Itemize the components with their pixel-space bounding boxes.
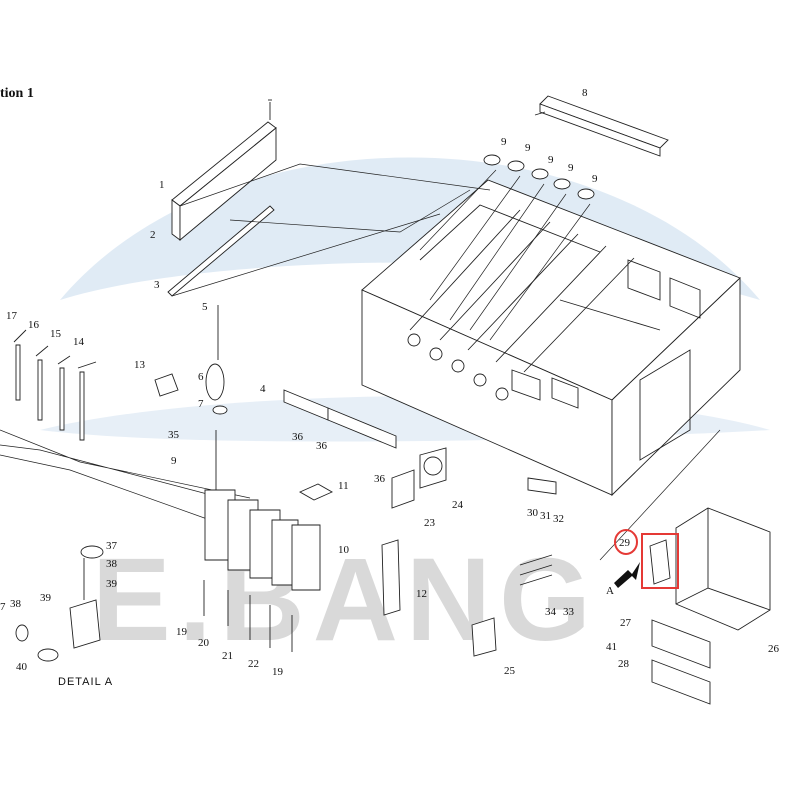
detail-label: DETAIL A: [58, 676, 114, 688]
bracket-part-1: [171, 99, 277, 241]
cover-part-27: [651, 619, 711, 669]
callout-19-b: 19: [272, 666, 284, 678]
callout-24: 24: [452, 499, 464, 511]
callout-39: 39: [106, 578, 118, 590]
callout-23: 23: [424, 517, 436, 529]
rods-part-33-34: [519, 554, 553, 586]
callout-38: 38: [106, 558, 118, 570]
blower-assembly: [391, 447, 447, 509]
plate-part-11: [299, 483, 333, 501]
callout-1: 1: [159, 179, 165, 191]
callout-39-detail: 39: [40, 592, 52, 604]
bar-part-3: [167, 205, 275, 297]
igniter-electrodes: [13, 329, 97, 441]
filter-part-25: [471, 617, 497, 657]
callout-22: 22: [248, 658, 259, 670]
watermark-text: E.BANG: [92, 534, 599, 666]
detail-a-assembly: [15, 545, 104, 662]
callout-25: 25: [504, 665, 516, 677]
callout-36-c: 36: [374, 473, 386, 485]
callout-28: 28: [618, 658, 630, 670]
cover-part-28: [651, 659, 711, 705]
callout-labels: 1 2 3 4 5 6 7 7 8 9 9 9 9 9 9 10 11 12 1…: [0, 87, 780, 678]
section-title: tion 1: [0, 86, 34, 101]
callout-40: 40: [16, 661, 28, 673]
callout-9-c: 9: [548, 154, 554, 166]
highlight-circle: [614, 529, 638, 555]
block-part-13: [154, 373, 179, 397]
callout-30: 30: [527, 507, 539, 519]
callout-16: 16: [28, 319, 40, 331]
callout-2: 2: [150, 229, 156, 241]
view-marker-a: A: [606, 585, 614, 597]
baffle-strips: [283, 389, 397, 449]
callout-29: 29: [619, 537, 631, 549]
callout-33: 33: [563, 606, 575, 618]
callout-8: 8: [582, 87, 588, 99]
callout-38-detail: 38: [10, 598, 22, 610]
callout-7-detail: 7: [0, 601, 6, 613]
callout-9-b: 9: [525, 142, 531, 154]
callout-14: 14: [73, 336, 85, 348]
rail-part-8: [534, 95, 669, 157]
callout-32: 32: [553, 513, 564, 525]
callout-11: 11: [338, 480, 349, 492]
callout-4: 4: [260, 383, 266, 395]
callout-7: 7: [198, 398, 204, 410]
main-housing: [361, 179, 741, 497]
callout-19-a: 19: [176, 626, 188, 638]
callout-37: 37: [106, 540, 118, 552]
callout-26: 26: [768, 643, 780, 655]
callout-12: 12: [416, 588, 427, 600]
callout-27: 27: [620, 617, 632, 629]
callout-9-d: 9: [568, 162, 574, 174]
callout-9-a: 9: [501, 136, 507, 148]
callout-10: 10: [338, 544, 350, 556]
gasket-rings: [483, 154, 595, 200]
callout-13: 13: [134, 359, 146, 371]
burner-assembly: [204, 305, 321, 591]
switch-part-30-32: [527, 477, 557, 495]
highlight-box: [641, 533, 679, 589]
callout-36-b: 36: [316, 440, 328, 452]
highlighted-valve-part-29[interactable]: [614, 529, 679, 589]
callout-3: 3: [154, 279, 160, 291]
callout-9-f: 9: [171, 455, 177, 467]
callout-20: 20: [198, 637, 210, 649]
panel-part-12: [381, 539, 401, 616]
callout-34: 34: [545, 606, 557, 618]
tray-part-26: [675, 507, 771, 631]
callout-5: 5: [202, 301, 208, 313]
callout-35: 35: [168, 429, 180, 441]
callout-41: 41: [606, 641, 617, 653]
callout-6: 6: [198, 371, 204, 383]
arrow-icon: [614, 562, 640, 588]
callout-9-e: 9: [592, 173, 598, 185]
callout-15: 15: [50, 328, 62, 340]
leader-lines: [0, 163, 721, 561]
callout-17: 17: [6, 310, 18, 322]
callout-31: 31: [540, 510, 551, 522]
thermocouples: [203, 580, 293, 652]
callout-21: 21: [222, 650, 233, 662]
callout-36-a: 36: [292, 431, 304, 443]
